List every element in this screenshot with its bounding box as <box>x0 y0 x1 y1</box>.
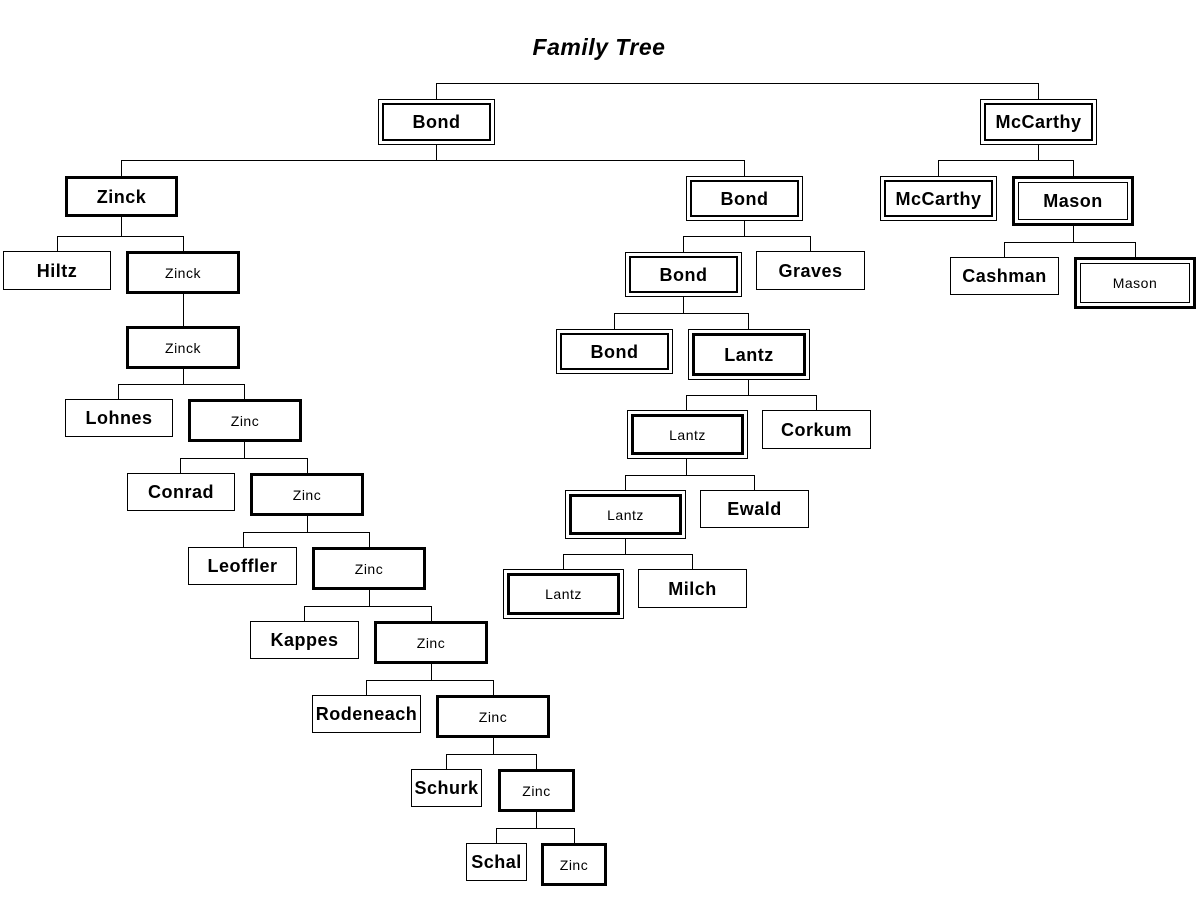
person-zinck-3[interactable]: Zinck <box>126 326 240 369</box>
person-schal[interactable]: Schal <box>466 843 527 881</box>
person-name: Zinck <box>165 264 201 281</box>
person-bond-4[interactable]: Bond <box>556 329 673 374</box>
person-name: Schurk <box>414 778 479 798</box>
person-name: Zinc <box>522 782 551 799</box>
person-zinc-2[interactable]: Zinc <box>250 473 364 516</box>
person-name: Bond <box>412 112 461 132</box>
person-zinc-3[interactable]: Zinc <box>312 547 426 590</box>
person-lantz-4[interactable]: Lantz <box>503 569 624 619</box>
diagram-title: Family Tree <box>532 34 666 60</box>
person-milch[interactable]: Milch <box>638 569 747 608</box>
person-name: Bond <box>590 341 639 362</box>
person-rodeneach[interactable]: Rodeneach <box>312 695 421 733</box>
person-zinck-2[interactable]: Zinck <box>126 251 240 294</box>
person-name: Conrad <box>148 482 214 502</box>
person-name: Mason <box>1112 275 1158 291</box>
person-name: Milch <box>668 578 717 599</box>
person-name: Zinc <box>478 708 508 725</box>
person-name: Lantz <box>724 344 774 365</box>
person-hiltz[interactable]: Hiltz <box>3 251 111 290</box>
person-zinc-4[interactable]: Zinc <box>374 621 488 664</box>
person-name: McCarthy <box>895 188 982 209</box>
person-bond-root[interactable]: Bond <box>378 99 495 145</box>
person-schurk[interactable]: Schurk <box>411 769 482 807</box>
person-zinc-6[interactable]: Zinc <box>498 769 575 812</box>
person-graves[interactable]: Graves <box>756 251 865 290</box>
person-mason-2[interactable]: Mason <box>1074 257 1196 309</box>
person-name: Zinc <box>292 486 322 503</box>
person-kappes[interactable]: Kappes <box>250 621 359 659</box>
person-name: Bond <box>720 188 769 209</box>
person-name: Lantz <box>545 586 582 602</box>
person-mason-1[interactable]: Mason <box>1012 176 1134 226</box>
person-name: Zinc <box>230 412 260 429</box>
person-mccarthy-2[interactable]: McCarthy <box>880 176 997 221</box>
person-name: Rodeneach <box>315 704 418 724</box>
person-name: Zinc <box>416 634 446 651</box>
person-lohnes[interactable]: Lohnes <box>65 399 173 437</box>
person-name: Corkum <box>780 419 852 440</box>
person-bond-2[interactable]: Bond <box>686 176 803 221</box>
person-zinc-1[interactable]: Zinc <box>188 399 302 442</box>
person-name: Cashman <box>962 266 1047 286</box>
person-name: Kappes <box>270 630 339 650</box>
person-bond-3[interactable]: Bond <box>625 252 742 297</box>
person-cashman[interactable]: Cashman <box>950 257 1059 295</box>
person-name: Mason <box>1043 191 1103 211</box>
person-name: Zinck <box>96 186 147 207</box>
person-name: Zinc <box>354 560 384 577</box>
person-mccarthy-root[interactable]: McCarthy <box>980 99 1097 145</box>
person-leoffler[interactable]: Leoffler <box>188 547 297 585</box>
person-lantz-2[interactable]: Lantz <box>627 410 748 459</box>
person-corkum[interactable]: Corkum <box>762 410 871 449</box>
person-ewald[interactable]: Ewald <box>700 490 809 528</box>
person-zinc-5[interactable]: Zinc <box>436 695 550 738</box>
person-name: Ewald <box>727 499 782 519</box>
person-name: Graves <box>778 260 843 281</box>
person-lantz-1[interactable]: Lantz <box>688 329 810 380</box>
person-name: Lantz <box>607 506 644 523</box>
person-conrad[interactable]: Conrad <box>127 473 235 511</box>
person-name: Lohnes <box>85 408 153 428</box>
person-name: Zinck <box>165 339 201 356</box>
person-zinck-1[interactable]: Zinck <box>65 176 178 217</box>
person-lantz-3[interactable]: Lantz <box>565 490 686 539</box>
person-name: Schal <box>471 852 522 872</box>
person-name: Leoffler <box>207 556 278 576</box>
person-name: Hiltz <box>36 260 78 281</box>
person-name: Zinc <box>559 856 589 873</box>
person-name: Bond <box>659 264 708 285</box>
person-name: McCarthy <box>995 112 1082 132</box>
person-name: Lantz <box>669 426 706 443</box>
person-zinc-7[interactable]: Zinc <box>541 843 607 886</box>
